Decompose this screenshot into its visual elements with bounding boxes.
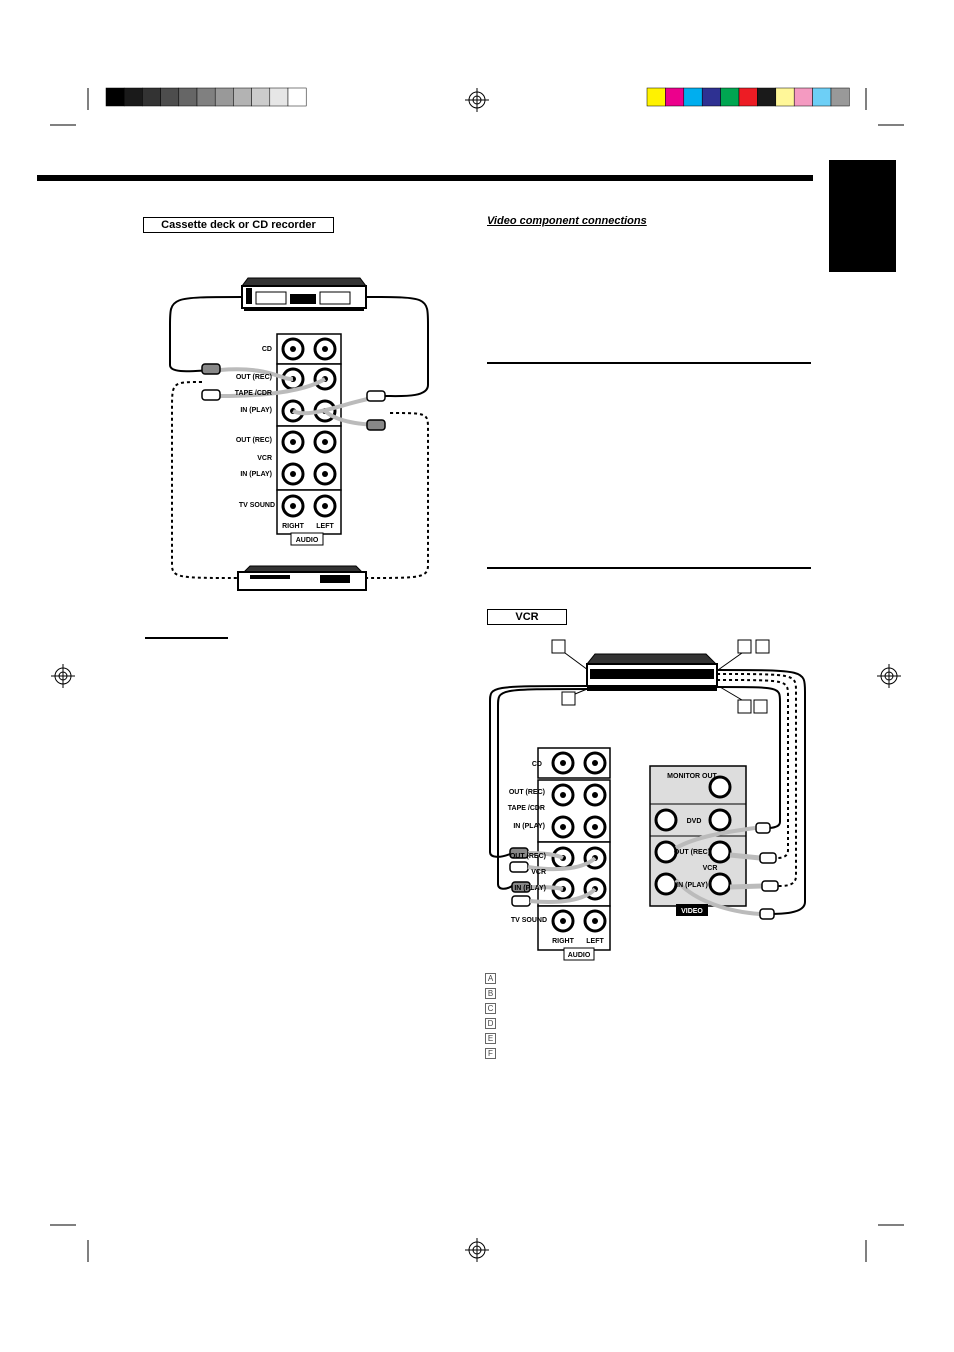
- cassette-section-title: Cassette deck or CD recorder: [143, 217, 334, 233]
- cass-lbl-in-play: IN (PLAY): [240, 407, 272, 414]
- language-tab: [829, 160, 896, 272]
- registration-target-top: [465, 88, 489, 112]
- color-swatch: [812, 87, 832, 107]
- vcr-video-lbl-dvd: DVD: [687, 818, 702, 825]
- color-swatch: [738, 87, 758, 107]
- cass-lbl-vcr-in: IN (PLAY): [240, 471, 272, 478]
- color-swatch: [683, 87, 703, 107]
- color-swatch: [793, 87, 813, 107]
- gray-swatch: [123, 87, 143, 107]
- vcr-diagram: CD OUT (REC) TAPE /CDR IN (PLAY) OUT (RE…: [489, 639, 806, 961]
- vcr-video-lbl-out: OUT (REC): [674, 849, 710, 856]
- cass-lbl-tv-sound: TV SOUND: [239, 502, 275, 509]
- legend-c: C: [485, 1003, 496, 1014]
- vcr-lbl-out-rec: OUT (REC): [509, 789, 545, 796]
- gray-swatch: [269, 87, 289, 107]
- color-swatch: [830, 87, 850, 107]
- gray-calibration-strip: [105, 87, 307, 107]
- cass-lbl-right: RIGHT: [282, 523, 305, 530]
- vcr-lbl-vcr-in: IN (PLAY): [514, 885, 546, 892]
- color-swatch: [720, 87, 740, 107]
- vcr-video-lbl-vcr: VCR: [703, 865, 718, 872]
- cassette-diagram: CD OUT (REC) TAPE /CDR IN (PLAY) OUT (RE…: [169, 277, 429, 591]
- gray-swatch: [196, 87, 216, 107]
- legend-b: B: [485, 988, 496, 999]
- vcr-icon: [585, 653, 718, 691]
- cass-lbl-tape: TAPE /CDR: [235, 390, 272, 397]
- header-rule: [37, 175, 813, 181]
- color-swatch: [665, 87, 685, 107]
- cass-lbl-vcr: VCR: [257, 455, 272, 462]
- color-swatch: [757, 87, 777, 107]
- vcr-video-lbl-monitor: MONITOR OUT: [667, 773, 717, 780]
- cass-lbl-out-rec: OUT (REC): [236, 374, 272, 381]
- color-swatch: [646, 87, 666, 107]
- vcr-lbl-tape: TAPE /CDR: [508, 805, 545, 812]
- vcr-legend: A B C D E F: [485, 973, 496, 1063]
- vcr-lbl-vcr: VCR: [531, 869, 546, 876]
- section-rule-1: [487, 362, 811, 364]
- gray-swatch: [214, 87, 234, 107]
- section-rule-2: [487, 567, 811, 569]
- gray-swatch: [105, 87, 125, 107]
- vcr-lbl-vcr-out: OUT (REC): [510, 853, 546, 860]
- vcr-lbl-cd: CD: [532, 761, 542, 768]
- registration-target-left: [51, 664, 75, 688]
- note-rule: [145, 637, 228, 639]
- gray-swatch: [160, 87, 180, 107]
- vcr-video-lbl-video: VIDEO: [681, 908, 703, 915]
- gray-swatch: [233, 87, 252, 107]
- gray-swatch: [251, 87, 271, 107]
- gray-swatch: [287, 87, 307, 107]
- legend-e: E: [485, 1033, 496, 1044]
- color-calibration-strip: [646, 87, 850, 107]
- video-section-heading: Video component connections: [487, 215, 647, 227]
- vcr-lbl-tv-sound: TV SOUND: [511, 917, 547, 924]
- color-swatch: [701, 87, 721, 107]
- vcr-lbl-audio: AUDIO: [568, 952, 591, 959]
- gray-swatch: [178, 87, 198, 107]
- legend-d: D: [485, 1018, 496, 1029]
- vcr-lbl-right: RIGHT: [552, 938, 575, 945]
- color-swatch: [775, 87, 795, 107]
- cass-lbl-audio: AUDIO: [296, 537, 319, 544]
- legend-a: A: [485, 973, 496, 984]
- legend-f: F: [485, 1048, 496, 1059]
- cassette-deck-icon: [241, 277, 367, 311]
- vcr-section-title: VCR: [487, 609, 567, 625]
- cass-lbl-vcr-out: OUT (REC): [236, 437, 272, 444]
- cd-recorder-icon: [237, 565, 367, 591]
- gray-swatch: [142, 87, 161, 107]
- cass-lbl-cd: CD: [262, 346, 272, 353]
- vcr-video-lbl-in: IN (PLAY): [676, 882, 708, 889]
- vcr-lbl-left: LEFT: [586, 938, 604, 945]
- vcr-lbl-in-play: IN (PLAY): [513, 823, 545, 830]
- cass-lbl-left: LEFT: [316, 523, 334, 530]
- registration-target-right: [877, 664, 901, 688]
- registration-target-bottom: [465, 1238, 489, 1262]
